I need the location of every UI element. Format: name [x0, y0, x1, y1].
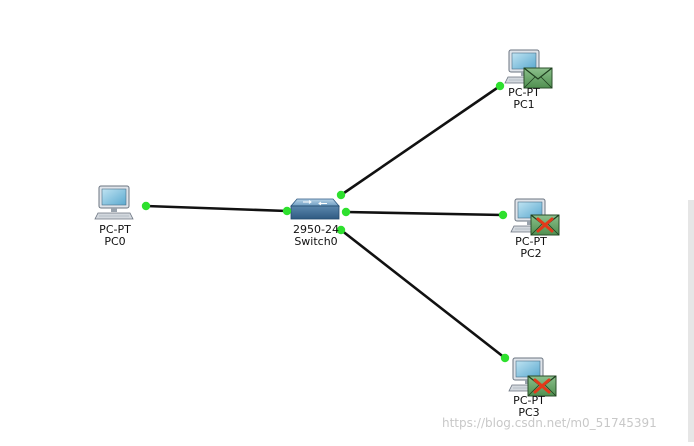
device-type: PC-PT	[99, 223, 131, 236]
switch-arrows-icon	[303, 200, 327, 206]
port-indicators	[141, 81, 510, 363]
device-label-pc2: PC-PT PC2	[515, 236, 547, 260]
port-up-indicator	[500, 353, 510, 363]
port-up-indicator	[341, 207, 351, 217]
device-type: 2950-24	[293, 223, 339, 236]
link-pc0-switch0[interactable]	[145, 204, 288, 213]
port-up-indicator	[495, 81, 505, 91]
device-label-pc0: PC-PT PC0	[99, 224, 131, 248]
link-switch0-pc3[interactable]	[340, 228, 506, 360]
workspace-edge	[688, 200, 694, 442]
pdu-failed-envelope-icon[interactable]	[527, 375, 557, 397]
link-switch0-pc2[interactable]	[345, 210, 504, 217]
device-name: PC1	[513, 98, 535, 111]
device-name: Switch0	[294, 235, 338, 248]
watermark-text: https://blog.csdn.net/m0_51745391	[442, 416, 657, 430]
pdu-failed-envelope-icon[interactable]	[530, 214, 560, 236]
device-pc0[interactable]	[94, 185, 134, 220]
port-up-indicator	[282, 206, 292, 216]
port-up-indicator	[141, 201, 151, 211]
links	[145, 84, 506, 360]
device-name: PC2	[520, 247, 542, 260]
port-up-indicator	[498, 210, 508, 220]
device-name: PC3	[518, 406, 540, 419]
device-name: PC0	[104, 235, 126, 248]
link-switch0-pc1[interactable]	[340, 84, 501, 197]
pdu-envelope-icon[interactable]	[523, 67, 553, 89]
port-up-indicator	[336, 225, 346, 235]
device-label-switch0: 2950-24 Switch0	[293, 224, 339, 248]
device-type: PC-PT	[515, 235, 547, 248]
pc-icon	[94, 185, 134, 220]
device-label-pc1: PC-PT PC1	[508, 87, 540, 111]
device-label-pc3: PC-PT PC3	[513, 395, 545, 419]
device-type: PC-PT	[513, 394, 545, 407]
device-type: PC-PT	[508, 86, 540, 99]
device-switch0[interactable]	[290, 198, 340, 220]
port-up-indicator	[336, 190, 346, 200]
